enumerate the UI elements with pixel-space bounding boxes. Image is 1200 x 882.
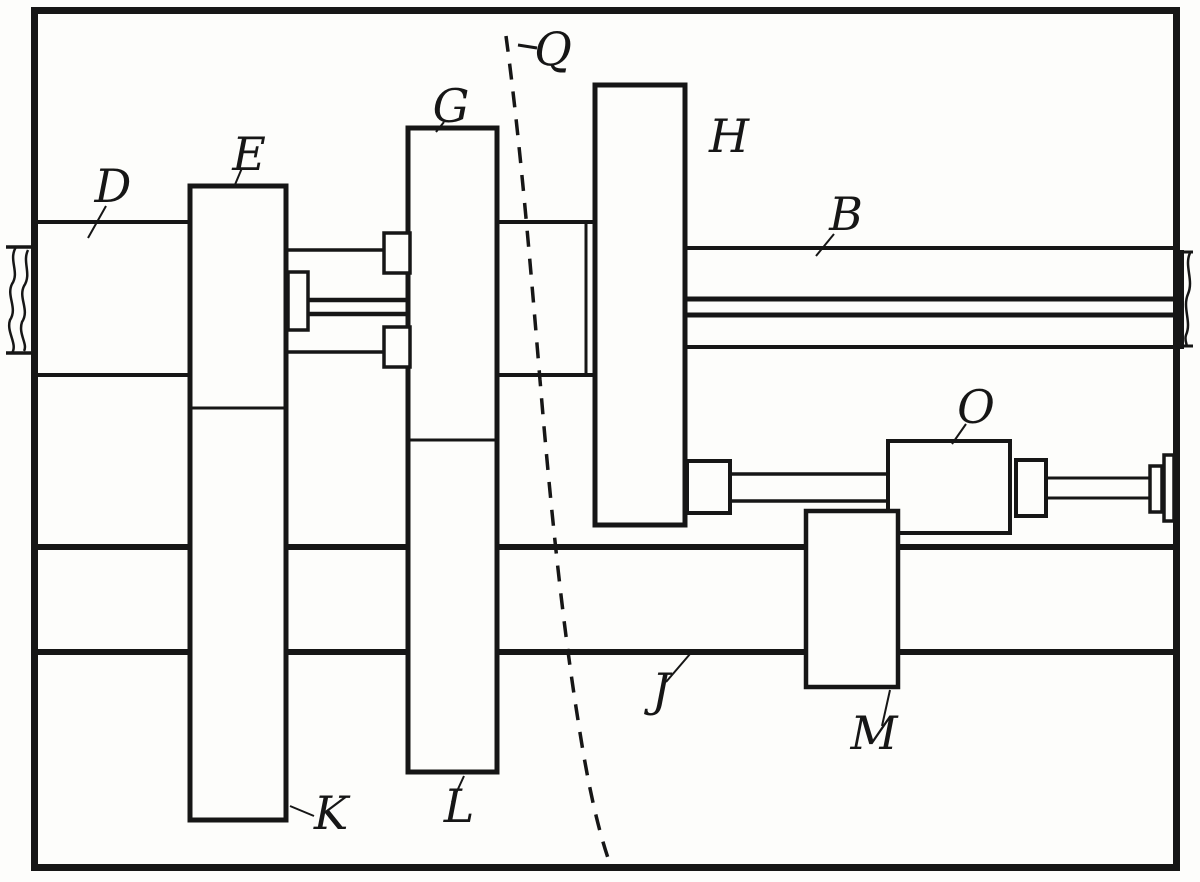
label-L: L	[443, 779, 475, 833]
feed-end-washer	[1148, 464, 1164, 514]
part-M-body	[803, 508, 901, 690]
label-leader-O	[951, 423, 967, 445]
part-O-body	[886, 439, 1012, 535]
gear-E-hub	[286, 270, 310, 332]
shaft-stub-left	[6, 245, 34, 355]
shaft-stub-right	[1177, 250, 1193, 349]
feed-coupling-right	[1014, 458, 1048, 518]
stub-left-break-line-1	[7, 246, 18, 354]
label-leader-G	[435, 121, 445, 133]
section-line-Q	[504, 35, 610, 859]
label-leader-J	[665, 653, 691, 683]
gear-G-body	[405, 125, 500, 775]
label-leader-E	[233, 167, 243, 188]
label-J: J	[644, 663, 673, 717]
label-O: O	[957, 380, 995, 434]
feed-end-cap	[1162, 453, 1176, 523]
label-leaders	[87, 121, 967, 817]
label-Q: Q	[534, 22, 572, 76]
main-spindle	[34, 220, 1177, 377]
label-H: H	[708, 109, 750, 163]
block-M	[803, 508, 901, 690]
label-D: D	[94, 159, 132, 213]
gear-H	[592, 82, 688, 528]
label-G: G	[433, 79, 470, 133]
stub-right-break-line	[1184, 252, 1192, 348]
label-leader-K	[289, 805, 315, 817]
gear-E-body	[187, 183, 289, 823]
label-K: K	[313, 786, 351, 840]
label-leader-D	[87, 205, 107, 239]
feed-coupling-left	[685, 459, 732, 515]
gear-G-collar-lower	[382, 325, 412, 369]
gear-H-body	[592, 82, 688, 528]
label-M: M	[849, 706, 899, 760]
feed-screw-assembly	[685, 439, 1176, 535]
section-line-Q-label-dash	[517, 43, 538, 50]
label-leader-M	[881, 689, 891, 727]
gear-G	[382, 125, 500, 775]
label-leader-B	[815, 233, 835, 257]
drawing-frame	[31, 7, 1180, 871]
label-E: E	[231, 127, 266, 181]
frame-border	[31, 7, 1180, 871]
gear-G-collar-upper	[382, 231, 412, 275]
section-line-Q-path	[504, 35, 610, 859]
label-B: B	[828, 187, 863, 241]
stub-left-break-line-2	[19, 249, 30, 352]
gear-E	[187, 183, 310, 823]
label-leader-L	[451, 775, 465, 803]
